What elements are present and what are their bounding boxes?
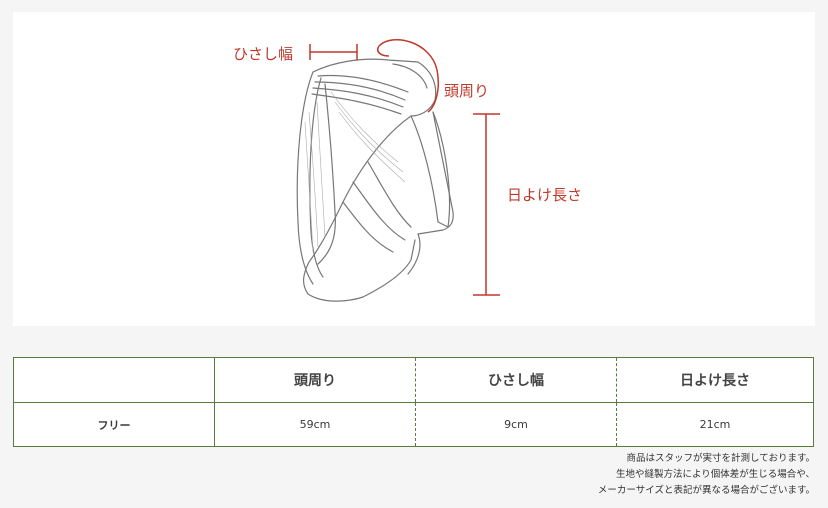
sunshade-hat-illustration — [296, 38, 500, 302]
product-diagram: ひさし幅 頭周り 日よけ長さ — [13, 12, 815, 326]
table-row: フリー 59cm 9cm 21cm — [13, 402, 814, 447]
head-circumference-label: 頭周り — [444, 82, 490, 100]
table-header-corner — [13, 357, 215, 403]
shade-length-dimension — [473, 113, 500, 296]
table-header-cell: 日よけ長さ — [616, 357, 814, 403]
table-header-cell: ひさし幅 — [415, 357, 617, 403]
size-table: 頭周り ひさし幅 日よけ長さ フリー 59cm 9cm 21cm — [13, 357, 814, 447]
table-cell: 21cm — [616, 402, 814, 447]
table-cell: 59cm — [214, 402, 416, 447]
table-header-row: 頭周り ひさし幅 日よけ長さ — [13, 357, 814, 403]
size-label-cell: フリー — [13, 402, 215, 447]
head-circumference-dimension — [377, 38, 440, 113]
brim-width-dimension — [309, 44, 358, 60]
measurement-notes: 商品はスタッフが実寸を計測しております。 生地や縫製方法により個体差が生じる場合… — [598, 451, 815, 499]
note-line: メーカーサイズと表記が異なる場合がございます。 — [597, 485, 815, 496]
brim-width-label: ひさし幅 — [233, 45, 294, 63]
shade-length-label: 日よけ長さ — [507, 186, 583, 204]
note-line: 生地や縫製方法により個体差が生じる場合や、 — [615, 469, 815, 480]
table-header-cell: 頭周り — [214, 357, 416, 403]
table-cell: 9cm — [415, 402, 617, 447]
note-line: 商品はスタッフが実寸を計測しております。 — [626, 453, 815, 464]
